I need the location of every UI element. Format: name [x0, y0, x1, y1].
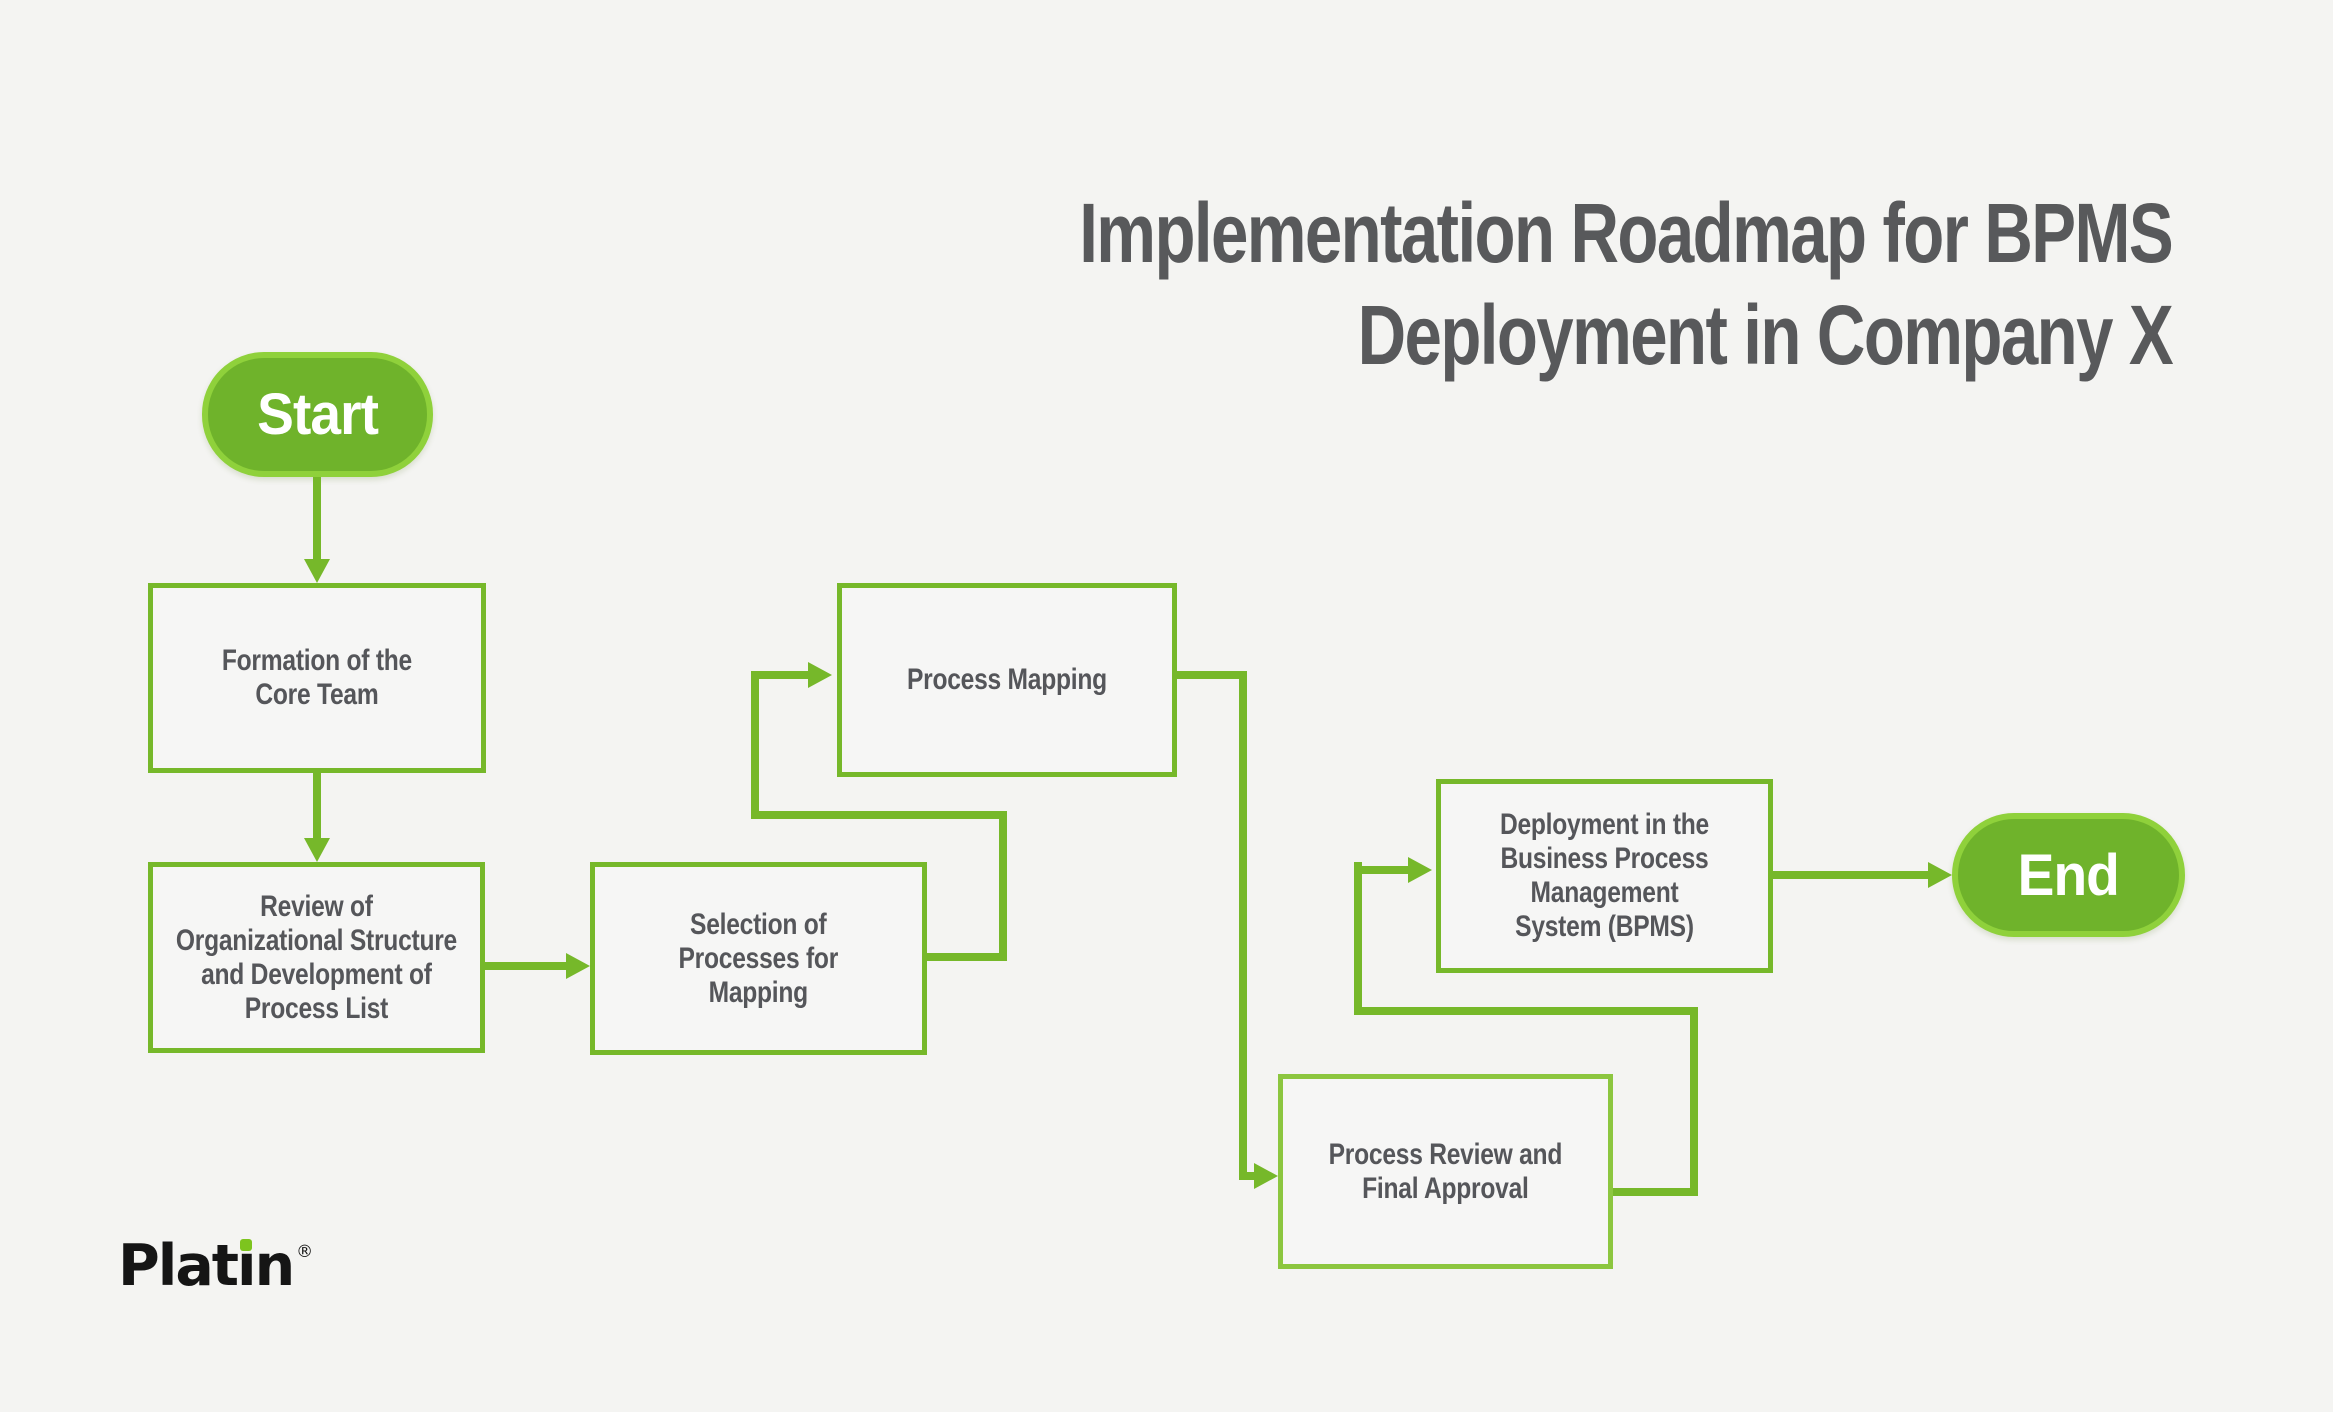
node-end: End: [1952, 813, 2185, 937]
arrowhead-right-icon: [1254, 1163, 1278, 1189]
connector-mapping-to-finalreview-seg1: [1177, 671, 1247, 679]
arrowhead-right-icon: [1408, 857, 1432, 883]
connector-selection-to-mapping-seg3: [751, 811, 1007, 819]
connector-formation-to-review: [313, 773, 321, 840]
connector-finalreview-to-deployment-seg1: [1613, 1188, 1698, 1196]
node-process-review-final-approval: Process Review and Final Approval: [1278, 1074, 1613, 1269]
page-title-line-1: Implementation Roadmap for BPMS: [1079, 186, 2174, 280]
node-selection-label: Selection of Processes for Mapping: [678, 907, 839, 1009]
connector-selection-to-mapping-seg4: [751, 671, 759, 819]
connector-finalreview-to-deployment-seg4: [1354, 862, 1362, 1015]
connector-selection-to-mapping-seg5: [751, 671, 809, 679]
node-formation-label: Formation of the Core Team: [221, 644, 413, 711]
node-deployment-in-bpms: Deployment in the Business Process Manag…: [1436, 779, 1773, 973]
node-mapping-label: Process Mapping: [906, 663, 1108, 696]
connector-deployment-to-end: [1773, 871, 1930, 879]
node-start-label: Start: [257, 382, 379, 447]
page-title-line-2: Deployment in Company X: [1357, 288, 2173, 382]
registered-mark: ®: [296, 1242, 314, 1262]
node-end-label: End: [2017, 842, 2120, 908]
node-start: Start: [202, 352, 433, 477]
node-review-org-structure: Review of Organizational Structure and D…: [148, 862, 485, 1053]
connector-mapping-to-finalreview-seg2: [1239, 671, 1247, 1180]
connector-finalreview-to-deployment-seg2: [1690, 1007, 1698, 1196]
arrowhead-right-icon: [1928, 862, 1952, 888]
arrowhead-right-icon: [808, 662, 832, 688]
node-process-mapping: Process Mapping: [837, 583, 1177, 777]
node-formation-of-core-team: Formation of the Core Team: [148, 583, 486, 773]
connector-finalreview-to-deployment-seg5: [1354, 866, 1410, 874]
connector-start-to-formation: [313, 477, 321, 561]
connector-mapping-to-finalreview-seg3: [1239, 1172, 1255, 1180]
connector-selection-to-mapping-seg1: [927, 953, 1007, 961]
arrowhead-down-icon: [304, 838, 330, 862]
connector-selection-to-mapping-seg2: [999, 811, 1007, 961]
node-deployment-label: Deployment in the Business Process Manag…: [1499, 808, 1710, 943]
connector-review-to-selection: [485, 962, 568, 970]
arrowhead-right-icon: [566, 953, 590, 979]
connector-finalreview-to-deployment-seg3: [1354, 1007, 1698, 1015]
logo-i-dot-icon: [239, 1239, 252, 1251]
logo-letter-i: ı: [237, 1233, 256, 1299]
node-selection-of-processes: Selection of Processes for Mapping: [590, 862, 927, 1055]
node-finalreview-label: Process Review and Final Approval: [1328, 1137, 1563, 1205]
arrowhead-down-icon: [304, 559, 330, 583]
node-review-label: Review of Organizational Structure and D…: [175, 889, 458, 1025]
